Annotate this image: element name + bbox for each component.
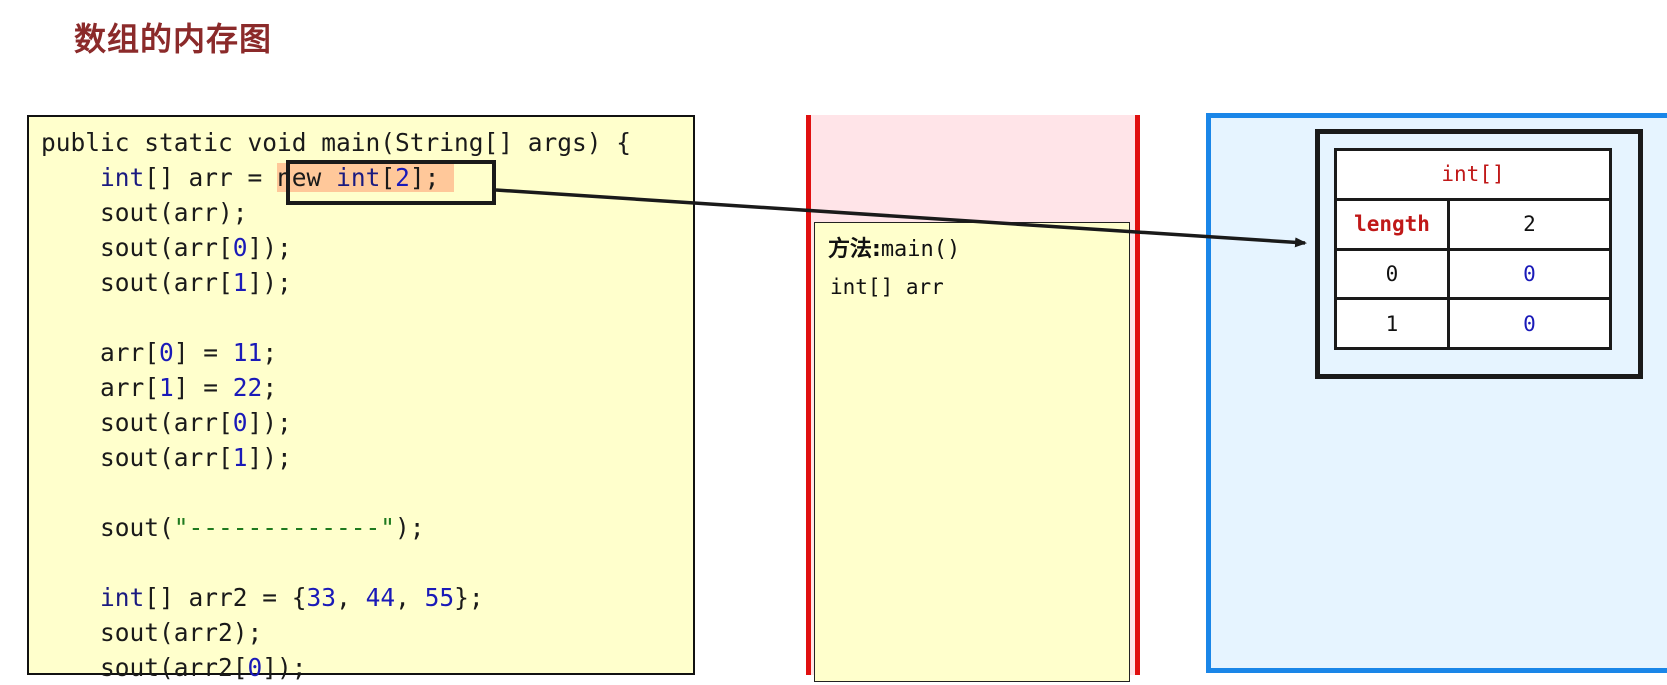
code-token: public static void main(String[] args) { <box>41 128 632 157</box>
code-token: ]); <box>247 408 292 437</box>
array-length-value: 2 <box>1447 197 1612 251</box>
frame-title: 方法:main() <box>828 231 960 263</box>
code-line: int[] arr2 = {33, 44, 55}; <box>41 580 631 615</box>
array-index-1: 1 <box>1334 297 1450 350</box>
code-token: ; <box>262 338 278 367</box>
code-token: sout(arr[ <box>41 268 233 297</box>
code-token: int <box>336 163 381 192</box>
frame-variable-arr: int[] arr <box>830 275 944 299</box>
code-line: sout(arr); <box>41 195 631 230</box>
code-token: sout(arr); <box>41 198 248 227</box>
code-token: 22 <box>232 373 263 402</box>
code-line: sout("-------------"); <box>41 510 631 545</box>
frame-method-name: main() <box>880 237 961 262</box>
code-line: arr[0] = 11; <box>41 335 631 370</box>
code-panel: public static void main(String[] args) {… <box>27 115 695 682</box>
code-token: 1 <box>159 373 174 402</box>
code-token: [ <box>380 163 396 192</box>
code-token: 44 <box>365 583 396 612</box>
code-token: ]); <box>247 268 292 297</box>
code-token: ]); <box>247 443 292 472</box>
code-token: 0 <box>232 408 248 437</box>
code-token: 0 <box>159 338 174 367</box>
code-token: ); <box>395 513 425 542</box>
code-token: 55 <box>424 583 455 612</box>
code-line: sout(arr[0]); <box>41 230 631 265</box>
code-line: sout(arr[1]); <box>41 440 631 475</box>
code-line: arr[1] = 22; <box>41 370 631 405</box>
array-table: int[] length 2 0 0 1 0 <box>1334 148 1612 350</box>
reference-arrow <box>495 188 1307 248</box>
frame-method-label: 方法: <box>828 237 881 262</box>
code-listing: public static void main(String[] args) {… <box>41 125 631 685</box>
code-token: 1 <box>232 268 248 297</box>
array-length-label: length <box>1334 197 1450 251</box>
code-token: ]; <box>409 163 455 192</box>
code-token: 11 <box>232 338 263 367</box>
code-token: 0 <box>232 233 248 262</box>
code-token: "-------------" <box>173 513 396 542</box>
code-token: , <box>336 583 366 612</box>
code-token: int <box>100 583 145 612</box>
code-token: ] = <box>173 373 233 402</box>
highlight-box <box>286 160 496 205</box>
code-token: sout( <box>41 513 174 542</box>
code-token: 1 <box>232 443 248 472</box>
page-title: 数组的内存图 <box>74 20 273 58</box>
code-line: sout(arr[0]); <box>41 405 631 440</box>
code-token: sout(arr[ <box>41 443 233 472</box>
array-value-1: 0 <box>1447 297 1612 350</box>
arrow-line <box>495 188 1307 248</box>
code-token: sout(arr[ <box>41 233 233 262</box>
array-value-0: 0 <box>1447 247 1612 301</box>
code-token: arr[ <box>41 373 160 402</box>
code-token: sout(arr[ <box>41 408 233 437</box>
code-line: sout(arr[1]); <box>41 265 631 300</box>
code-line: int[] arr = new int[2]; <box>41 160 631 195</box>
stack-frame-main: 方法:main() int[] arr <box>814 222 1130 682</box>
code-token: , <box>395 583 425 612</box>
code-token: }; <box>454 583 484 612</box>
array-index-0: 0 <box>1334 247 1450 301</box>
code-token: int <box>100 163 145 192</box>
code-token: ]); <box>247 233 292 262</box>
code-token: 33 <box>306 583 337 612</box>
code-token: ; <box>262 373 278 402</box>
code-token: ] = <box>173 338 233 367</box>
code-line: sout(arr2); <box>41 615 631 650</box>
code-token: sout(arr2); <box>41 618 263 647</box>
code-token: [] arr = <box>144 163 278 192</box>
code-token: 2 <box>395 163 410 192</box>
code-token: [] arr2 = { <box>144 583 307 612</box>
code-line: public static void main(String[] args) { <box>41 125 631 160</box>
array-type-label: int[] <box>1334 148 1612 201</box>
code-token: arr[ <box>41 338 160 367</box>
